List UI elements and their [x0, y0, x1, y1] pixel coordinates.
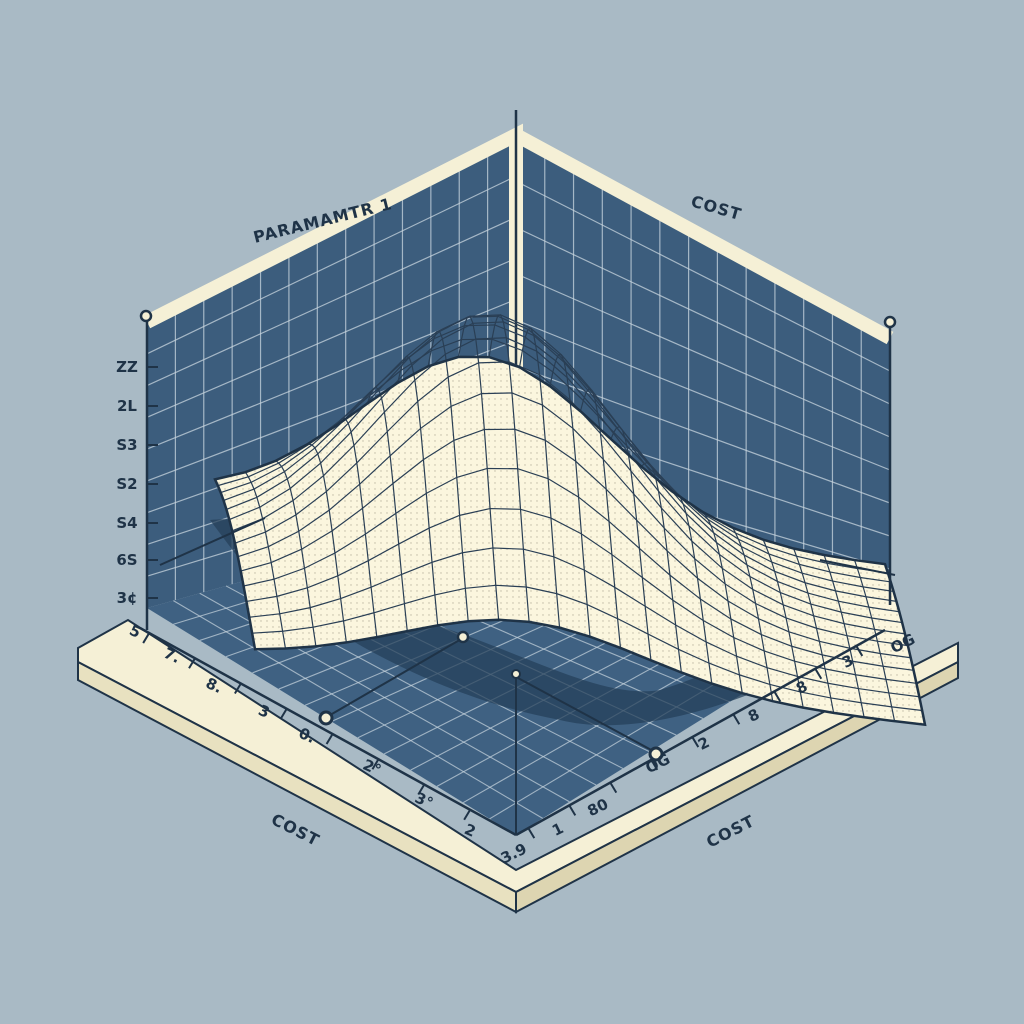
front-right-tick-label: 1: [549, 819, 566, 840]
surface-mesh-line: [252, 584, 923, 712]
front-right-tick-label: 8: [745, 705, 762, 726]
front-left-tick-label: 0.: [296, 724, 318, 747]
marker-right: [648, 746, 664, 762]
marker-top: [456, 630, 470, 644]
vertical-tick-label: 3¢: [117, 589, 138, 607]
right-axis-knob: [883, 315, 897, 329]
front-right-tick-label: 2: [695, 733, 712, 754]
surface-mesh-line: [231, 337, 903, 624]
front-right-axis-tick: [691, 736, 700, 748]
front-right-axis-tick: [732, 713, 741, 725]
surface-mesh-line: [237, 392, 908, 647]
front-left-axis-tick: [417, 783, 426, 796]
guide-line-left: [324, 637, 464, 719]
front-right-axis-tick: [814, 668, 823, 680]
right-wall-grid-line: [515, 319, 891, 471]
surface-mesh-line: [249, 547, 920, 698]
axis-title-back-right: COST: [689, 192, 744, 225]
left-axis-knob: [139, 309, 153, 323]
surface-outline: [213, 355, 927, 727]
front-right-axis-tick: [609, 782, 618, 794]
front-right-axis-tick: [773, 690, 782, 703]
right-wall-grid-line: [515, 180, 891, 372]
vertical-tick-label: S4: [116, 514, 137, 532]
base-platform-side-right: [515, 660, 959, 914]
front-left-tick-label: 3°: [412, 789, 436, 813]
surface-mesh-line: [246, 507, 917, 684]
surface-mesh-line: [226, 314, 897, 602]
marker-front: [511, 669, 521, 679]
guide-line-back-left: [159, 517, 266, 566]
surface-mesh-line: [223, 315, 894, 592]
front-left-axis-tick: [463, 809, 472, 821]
front-left-tick-label: 7.: [161, 644, 183, 667]
front-left-axis-tick: [234, 683, 242, 695]
axis-title-front-left: COST: [268, 810, 323, 850]
surface-mesh-line: [243, 467, 914, 671]
right-wall-grid-line: [515, 365, 891, 504]
surface-mesh-line: [234, 361, 906, 635]
vertical-tick-label: S3: [116, 436, 137, 454]
vertical-tick-label: 2L: [117, 397, 137, 415]
front-right-axis-tick: [855, 645, 864, 657]
surface-mesh-line: [229, 321, 900, 613]
front-left-axis-tick: [142, 632, 151, 644]
guide-line-right: [517, 677, 656, 753]
front-right-axis: [515, 628, 886, 837]
front-left-axis: [139, 626, 517, 837]
surface-mesh-line: [240, 428, 911, 659]
front-right-tick-label: 3.9: [498, 840, 530, 868]
marker-left: [318, 710, 334, 726]
back-right-wall-frame: [512, 128, 894, 345]
front-right-axis-tick: [527, 827, 536, 839]
front-right-axis-tick: [568, 804, 577, 816]
front-left-tick-label: 2°: [360, 756, 384, 780]
surface-mesh: [213, 314, 927, 727]
right-wall-grid-line: [515, 226, 891, 405]
surface-texture: [215, 356, 925, 725]
left-wall-grid-line: [146, 257, 517, 418]
front-left-axis-tick: [325, 733, 334, 745]
vertical-tick-label: ZZ: [116, 358, 138, 376]
front-left-tick-label: 8.: [203, 674, 225, 697]
left-wall-grid-line: [146, 216, 517, 387]
left-wall-grid-line: [146, 175, 517, 355]
vertical-tick-label: 6S: [116, 551, 137, 569]
front-right-tick-label: 80: [584, 795, 611, 820]
front-left-axis-tick: [279, 708, 288, 720]
front-left-axis-tick: [188, 657, 196, 669]
front-right-tick-label: OG: [643, 750, 673, 777]
front-left-axis-tick: [371, 758, 380, 770]
vertical-tick-label: S2: [116, 475, 137, 493]
front-right-axis-tick: [650, 759, 659, 771]
axis-title-front-right: COST: [703, 811, 758, 851]
guide-line-back-right: [819, 559, 896, 576]
right-wall-grid-line: [515, 273, 891, 438]
